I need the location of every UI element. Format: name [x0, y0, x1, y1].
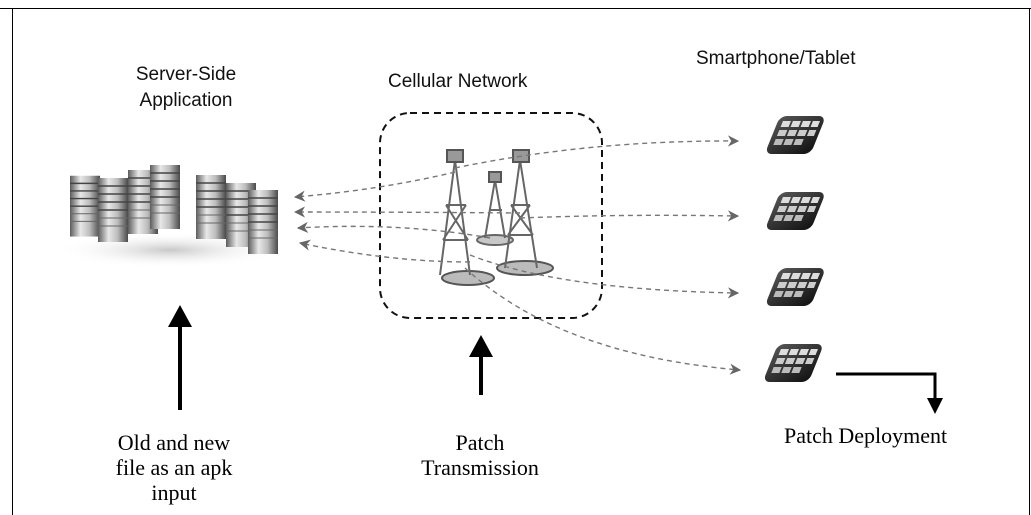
server-label-line-2: Application: [139, 90, 233, 111]
input-caption-line-2: file as an apk: [115, 455, 233, 480]
smartphone-icon: [762, 116, 826, 382]
server-label-line-1: Server-Side: [135, 64, 237, 85]
devices-label: Smartphone/Tablet: [696, 48, 856, 69]
incoming-links: [293, 171, 521, 263]
input-arrow: [168, 305, 192, 410]
transmission-arrow: [469, 335, 493, 395]
network-boundary: [379, 112, 603, 319]
network-label: Cellular Network: [388, 71, 528, 92]
deployment-caption: Patch Deployment: [784, 423, 948, 448]
server-label: Server-Side Application: [116, 62, 256, 114]
outgoing-links: [454, 135, 742, 375]
transmission-caption: Patch Transmission: [380, 430, 580, 480]
server-rack-icon: [55, 164, 285, 268]
frame-left-border: [12, 8, 13, 515]
frame-right-border: [1029, 8, 1030, 515]
frame-top-border: [0, 8, 1031, 9]
input-caption: Old and new file as an apk input: [64, 430, 284, 505]
transmission-caption-line-2: Transmission: [421, 455, 539, 480]
deployment-arrow: [836, 372, 943, 414]
input-caption-line-1: Old and new: [117, 430, 231, 455]
transmission-caption-line-1: Patch: [455, 430, 505, 455]
input-caption-line-3: input: [151, 480, 197, 505]
